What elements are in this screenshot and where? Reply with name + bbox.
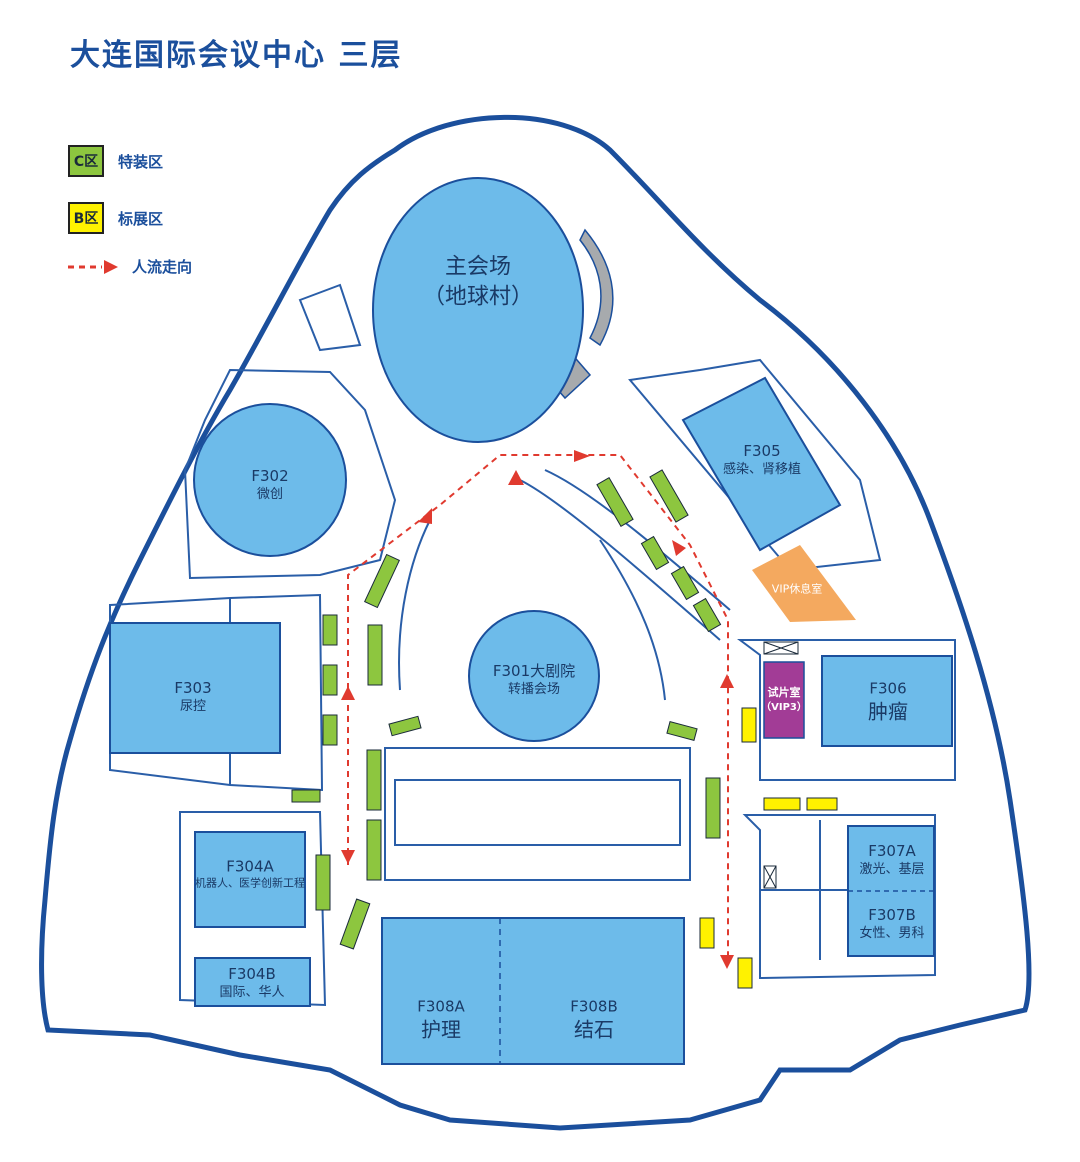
flow-arrow-icon xyxy=(341,850,355,864)
room-f304a xyxy=(194,831,306,928)
label-f303: F303 尿控 xyxy=(174,679,212,715)
flow-arrow-icon xyxy=(508,470,524,485)
room-f301 xyxy=(468,610,600,742)
building-outline xyxy=(39,114,1032,1131)
flow-arrow-icon xyxy=(720,955,734,969)
room-screening xyxy=(763,661,805,739)
room-f304b xyxy=(194,957,311,1007)
legend-swatch-b: B区 xyxy=(68,202,104,234)
legend-standard-zone: B区 标展区 xyxy=(68,202,163,234)
flow-arrow-icon xyxy=(720,674,734,688)
label-f301: F301大剧院 转播会场 xyxy=(492,662,576,698)
legend-label-flow: 人流走向 xyxy=(132,258,193,276)
room-f302 xyxy=(193,403,347,557)
room-main-hall xyxy=(372,177,584,443)
label-f305: F305 感染、肾移植 xyxy=(722,442,802,478)
legend-special-zone: C区 特装区 xyxy=(68,145,163,177)
label-f302: F302 微创 xyxy=(251,467,289,503)
label-f308b: F308B 结石 xyxy=(570,997,618,1042)
flow-arrow-icon xyxy=(341,686,355,700)
legend-swatch-c: C区 xyxy=(68,145,104,177)
room-f308 xyxy=(381,917,685,1065)
crossed-boxes xyxy=(763,641,799,889)
flow-arrowheads xyxy=(341,450,734,969)
label-f304b: F304B 国际、华人 xyxy=(219,965,285,1001)
label-f304a: F304A 机器人、医学创新工程 xyxy=(195,857,305,890)
label-f306: F306 肿瘤 xyxy=(868,679,908,724)
special-booths xyxy=(291,469,722,950)
label-f307b: F307B 女性、男科 xyxy=(859,906,925,942)
room-f303 xyxy=(109,622,281,754)
room-f305 xyxy=(681,376,842,552)
flow-arrow-icon xyxy=(418,508,432,524)
flow-arrow-icon xyxy=(672,540,686,556)
legend-label-standard: 标展区 xyxy=(118,209,164,228)
label-f307a: F307A 激光、基层 xyxy=(859,842,925,878)
legend-flow: 人流走向 xyxy=(68,256,192,277)
page-title: 大连国际会议中心 三层 xyxy=(70,38,403,73)
flow-arrow-icon xyxy=(68,259,118,274)
label-vip-lounge: VIP休息室 xyxy=(771,582,823,596)
legend-label-special: 特装区 xyxy=(118,152,164,171)
standard-booths xyxy=(699,707,838,989)
label-screening: 试片室 （VIP3） xyxy=(761,685,807,713)
label-f308a: F308A 护理 xyxy=(417,997,465,1042)
room-vip-lounge xyxy=(752,545,856,622)
flow-arrow-icon xyxy=(574,450,590,462)
flow-paths xyxy=(347,454,729,960)
label-main-hall: 主会场 （地球村） xyxy=(422,254,534,309)
room-f307 xyxy=(847,825,935,957)
room-f306 xyxy=(821,655,953,747)
